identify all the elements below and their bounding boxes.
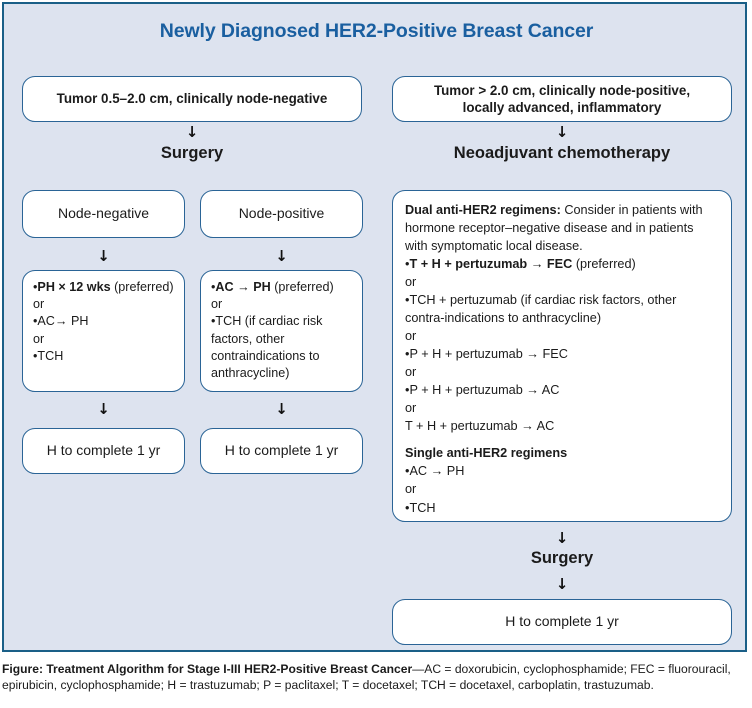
dual-or-2: or <box>405 329 417 344</box>
dual-or-1: or <box>405 275 417 290</box>
single-2: •TCH <box>405 500 436 515</box>
pos-line3: •TCH (if cardiac risk factors, other con… <box>211 314 323 380</box>
neg-line1-rest: (preferred) <box>110 280 174 294</box>
arrow-right-2: ↓ <box>555 529 569 547</box>
dual-1-bold: T + H + pertuzumab → FEC <box>409 257 573 272</box>
neg-line2: or <box>33 297 45 312</box>
dual-4: •P + H + pertuzumab → AC <box>405 383 560 398</box>
node-positive-label: Node-positive <box>238 205 325 222</box>
dual-3: •P + H + pertuzumab → FEC <box>405 347 568 362</box>
arrow-left-neg: ↓ <box>97 247 110 265</box>
single-1: •AC → PH <box>405 464 465 479</box>
box-neoadjuvant-regimens: Dual anti-HER2 regimens: Consider in pat… <box>392 190 732 522</box>
pos-line2: or <box>211 297 223 312</box>
single-header: Single anti-HER2 regimens <box>405 446 568 461</box>
dual-header-bold: Dual anti-HER2 regimens: <box>405 203 561 217</box>
box-node-positive: Node-positive <box>200 190 363 238</box>
dual-2: •TCH + pertuzumab (if cardiac risk facto… <box>405 293 677 326</box>
caption-rest: —AC = doxorubicin, cyclophosphamide; FEC… <box>2 662 731 692</box>
right-entry-line2: locally advanced, inflammatory <box>462 100 662 115</box>
algorithm-panel: Newly Diagnosed HER2-Positive Breast Can… <box>2 2 747 652</box>
left-entry-label: Tumor 0.5–2.0 cm, clinically node-negati… <box>56 91 328 107</box>
neoadjuvant-regimen-text: Dual anti-HER2 regimens: Consider in pat… <box>405 201 719 517</box>
node-positive-regimen-text: •AC → PH (preferred) or •TCH (if cardiac… <box>211 279 353 382</box>
left-heading-surgery: Surgery <box>160 144 224 162</box>
box-node-negative-regimens: •PH × 12 wks (preferred) or •AC→ PH or •… <box>22 270 185 392</box>
arrow-left-1: ↓ <box>185 123 199 141</box>
pos-line1-rest: (preferred) <box>270 280 334 294</box>
node-negative-label: Node-negative <box>57 205 150 222</box>
caption-bold: Figure: Treatment Algorithm for Stage I-… <box>2 662 413 676</box>
right-heading-neoadjuvant: Neoadjuvant chemotherapy <box>453 144 671 162</box>
left-entry-box: Tumor 0.5–2.0 cm, clinically node-negati… <box>22 76 362 122</box>
box-node-positive-regimens: •AC → PH (preferred) or •TCH (if cardiac… <box>200 270 363 392</box>
final-right-branch-label: H to complete 1 yr <box>505 613 619 630</box>
neg-line3: •AC→ PH <box>33 314 89 329</box>
right-heading-surgery: Surgery <box>530 549 594 567</box>
arrow-left-pos-2: ↓ <box>275 400 288 418</box>
dual-5: T + H + pertuzumab → AC <box>405 419 555 434</box>
page-title: Newly Diagnosed HER2-Positive Breast Can… <box>159 20 594 42</box>
node-negative-regimen-text: •PH × 12 wks (preferred) or •AC→ PH or •… <box>33 279 175 365</box>
dual-or-4: or <box>405 401 417 416</box>
regimen-spacer <box>405 435 719 444</box>
neg-line5: •TCH <box>33 348 64 363</box>
box-node-negative: Node-negative <box>22 190 185 238</box>
arrow-right-1: ↓ <box>555 123 569 141</box>
arrow-right-3: ↓ <box>555 575 569 593</box>
neg-line4: or <box>33 331 45 346</box>
right-entry-line1: Tumor > 2.0 cm, clinically node-positive… <box>433 82 691 98</box>
dual-1-bullet: • <box>405 257 410 272</box>
figure-caption: Figure: Treatment Algorithm for Stage I-… <box>2 662 747 693</box>
arrow-left-neg-2: ↓ <box>97 400 110 418</box>
pos-line1-bold: AC → PH <box>215 280 271 294</box>
final-left-label: H to complete 1 yr <box>46 442 161 459</box>
box-final-node-positive: H to complete 1 yr <box>200 428 363 474</box>
single-or-5: or <box>405 482 417 497</box>
right-entry-box: Tumor > 2.0 cm, clinically node-positive… <box>392 76 732 122</box>
right-entry-label: Tumor > 2.0 cm, clinically node-positive… <box>426 82 698 116</box>
dual-or-3: or <box>405 365 417 380</box>
neg-line1-bold: PH × 12 wks <box>37 280 111 294</box>
arrow-left-pos: ↓ <box>275 247 288 265</box>
dual-header-rest: Consider in patients with hormone recept… <box>405 203 703 254</box>
box-final-node-negative: H to complete 1 yr <box>22 428 185 474</box>
dual-1-rest: (preferred) <box>572 257 636 272</box>
final-right-label: H to complete 1 yr <box>224 442 339 459</box>
box-final-right: H to complete 1 yr <box>392 599 732 645</box>
